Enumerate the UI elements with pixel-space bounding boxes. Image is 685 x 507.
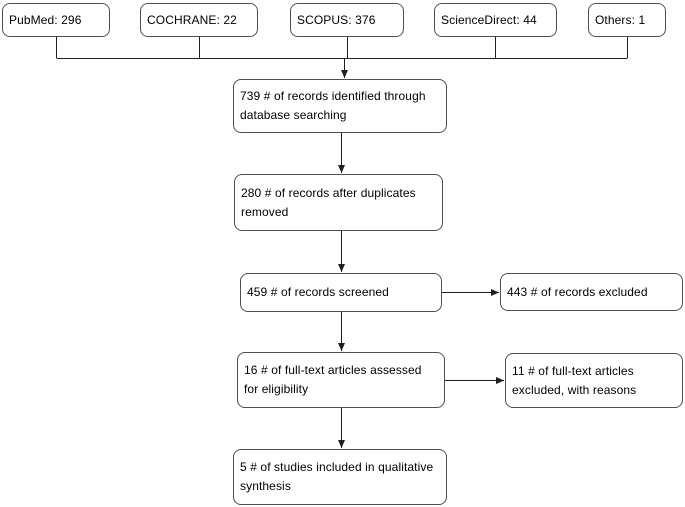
source-box-cochrane: COCHRANE: 22 [140, 3, 258, 37]
exclusion-box-records-excluded: 443 # of records excluded [500, 273, 683, 311]
source-box-pubmed-label: PubMed: 296 [9, 12, 82, 27]
source-box-others: Others: 1 [588, 3, 666, 37]
flow-box-studies-included: 5 # of studies included in qualitative s… [233, 449, 447, 505]
source-box-scopus-label: SCOPUS: 376 [297, 12, 376, 27]
flow-box-studies-included-label: 5 # of studies included in qualitative s… [240, 460, 434, 493]
flow-box-fulltext-assessed-label: 16 # of full-text articles assessed for … [244, 363, 422, 396]
flow-box-records-screened-label: 459 # of records screened [247, 285, 389, 299]
source-box-cochrane-label: COCHRANE: 22 [147, 12, 237, 27]
flow-box-records-identified-label: 739 # of records identified through data… [240, 89, 426, 122]
source-box-scopus: SCOPUS: 376 [290, 3, 404, 37]
source-box-others-label: Others: 1 [595, 12, 646, 27]
source-box-sciencedirect-label: ScienceDirect: 44 [441, 12, 537, 27]
exclusion-box-records-excluded-label: 443 # of records excluded [507, 284, 648, 299]
flow-box-records-screened: 459 # of records screened [240, 273, 442, 312]
exclusion-box-fulltext-excluded: 11 # of full-text articles excluded, wit… [505, 353, 683, 408]
flow-box-duplicates-removed: 280 # of records after duplicates remove… [234, 174, 443, 231]
exclusion-box-fulltext-excluded-label: 11 # of full-text articles excluded, wit… [512, 363, 637, 397]
flow-box-duplicates-removed-label: 280 # of records after duplicates remove… [241, 185, 416, 219]
source-box-sciencedirect: ScienceDirect: 44 [434, 3, 557, 37]
source-box-pubmed: PubMed: 296 [2, 3, 110, 37]
flow-box-records-identified: 739 # of records identified through data… [233, 79, 447, 133]
flow-box-fulltext-assessed: 16 # of full-text articles assessed for … [237, 352, 445, 408]
